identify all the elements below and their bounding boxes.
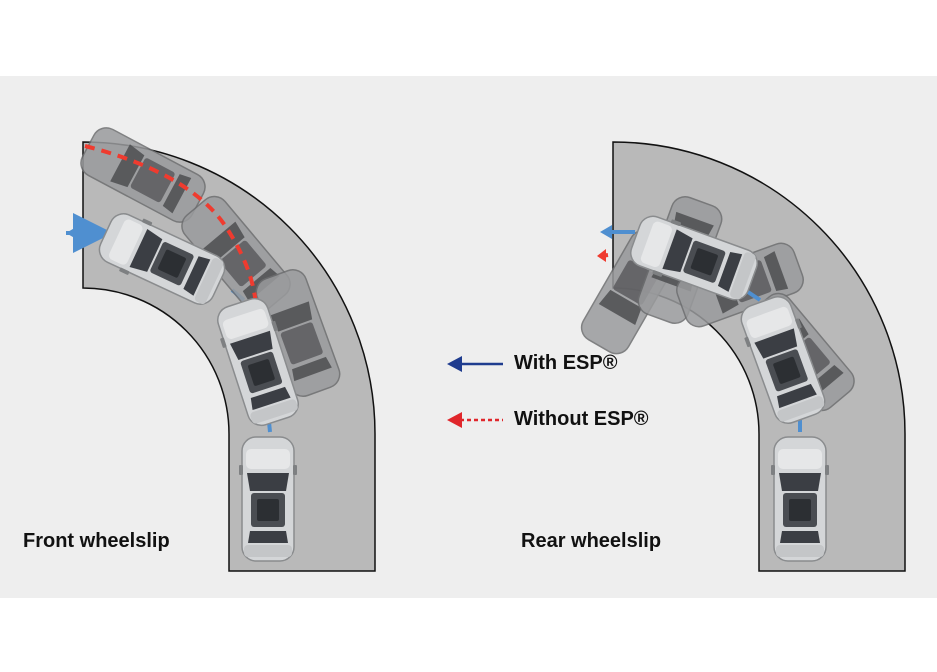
legend-with-esp-arrow: [447, 356, 503, 372]
front-car-3: [238, 436, 298, 562]
front-with-esp-arrowhead: [66, 226, 78, 240]
legend-without-esp-arrow: [447, 412, 503, 428]
rear-with-esp-path: [746, 290, 802, 432]
rear-without-esp-arrowhead: [597, 249, 606, 262]
rear-wheelslip-caption: Rear wheelslip: [521, 530, 662, 552]
front-without-esp-path: [84, 144, 258, 306]
rear-with-esp-arrowhead: [600, 225, 612, 239]
front-wheelslip-caption: Front wheelslip: [23, 530, 170, 552]
legend-without-esp-label: Without ESP®: [514, 408, 649, 430]
legend-with-esp-label: With ESP®: [514, 352, 618, 374]
rear-car-3: [770, 436, 830, 562]
